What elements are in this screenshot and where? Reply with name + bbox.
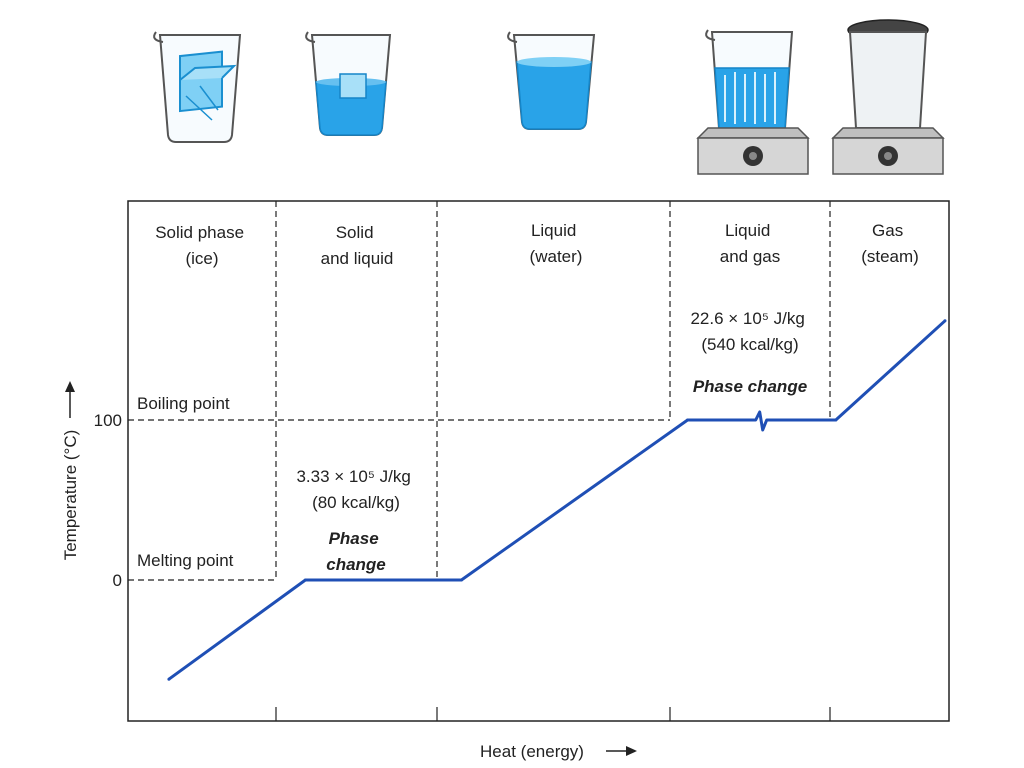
beaker-ice-icon bbox=[153, 31, 242, 143]
boiling-phase-change-label: Phase change bbox=[693, 377, 807, 396]
y-axis-label: Temperature (°C) bbox=[61, 430, 80, 561]
curve-point-3 bbox=[686, 418, 690, 422]
y-axis-arrow-icon bbox=[65, 381, 75, 418]
curve-point-5 bbox=[943, 319, 947, 323]
curve-point-1 bbox=[303, 578, 307, 582]
melting-phase-change-label: Phase change bbox=[326, 529, 386, 574]
heating-curve-line bbox=[168, 319, 947, 681]
y-tick-100: 100 bbox=[94, 411, 122, 430]
bottom-ticks bbox=[275, 707, 831, 721]
phase-label-solid-liquid: Solid and liquid bbox=[321, 223, 394, 268]
beaker-steam-hotplate-icon bbox=[831, 19, 945, 175]
beaker-water-icon bbox=[507, 31, 596, 130]
curve-point-2 bbox=[459, 578, 463, 582]
curve-point-0 bbox=[167, 677, 171, 681]
heating-curve bbox=[167, 319, 947, 681]
phase-label-solid: Solid phase (ice) bbox=[155, 223, 249, 268]
curve-point-4 bbox=[834, 418, 838, 422]
x-axis-label: Heat (energy) bbox=[480, 742, 584, 761]
boiling-point-label: Boiling point bbox=[137, 394, 230, 413]
beaker-ice-water-icon bbox=[305, 31, 392, 136]
phase-label-liquid: Liquid (water) bbox=[530, 221, 583, 266]
x-axis-arrow-icon bbox=[606, 746, 637, 756]
melting-annotation: 3.33 × 10⁵ J/kg (80 kcal/kg) bbox=[296, 467, 415, 512]
y-tick-0: 0 bbox=[113, 571, 122, 590]
plot-frame bbox=[127, 200, 950, 722]
phase-label-liquid-gas: Liquid and gas bbox=[720, 221, 781, 266]
beaker-boiling-hotplate-icon bbox=[696, 29, 810, 175]
phase-dividers bbox=[275, 201, 831, 580]
melting-point-label: Melting point bbox=[137, 551, 234, 570]
phase-label-gas: Gas (steam) bbox=[861, 221, 919, 266]
boiling-annotation: 22.6 × 10⁵ J/kg (540 kcal/kg) bbox=[690, 309, 809, 354]
